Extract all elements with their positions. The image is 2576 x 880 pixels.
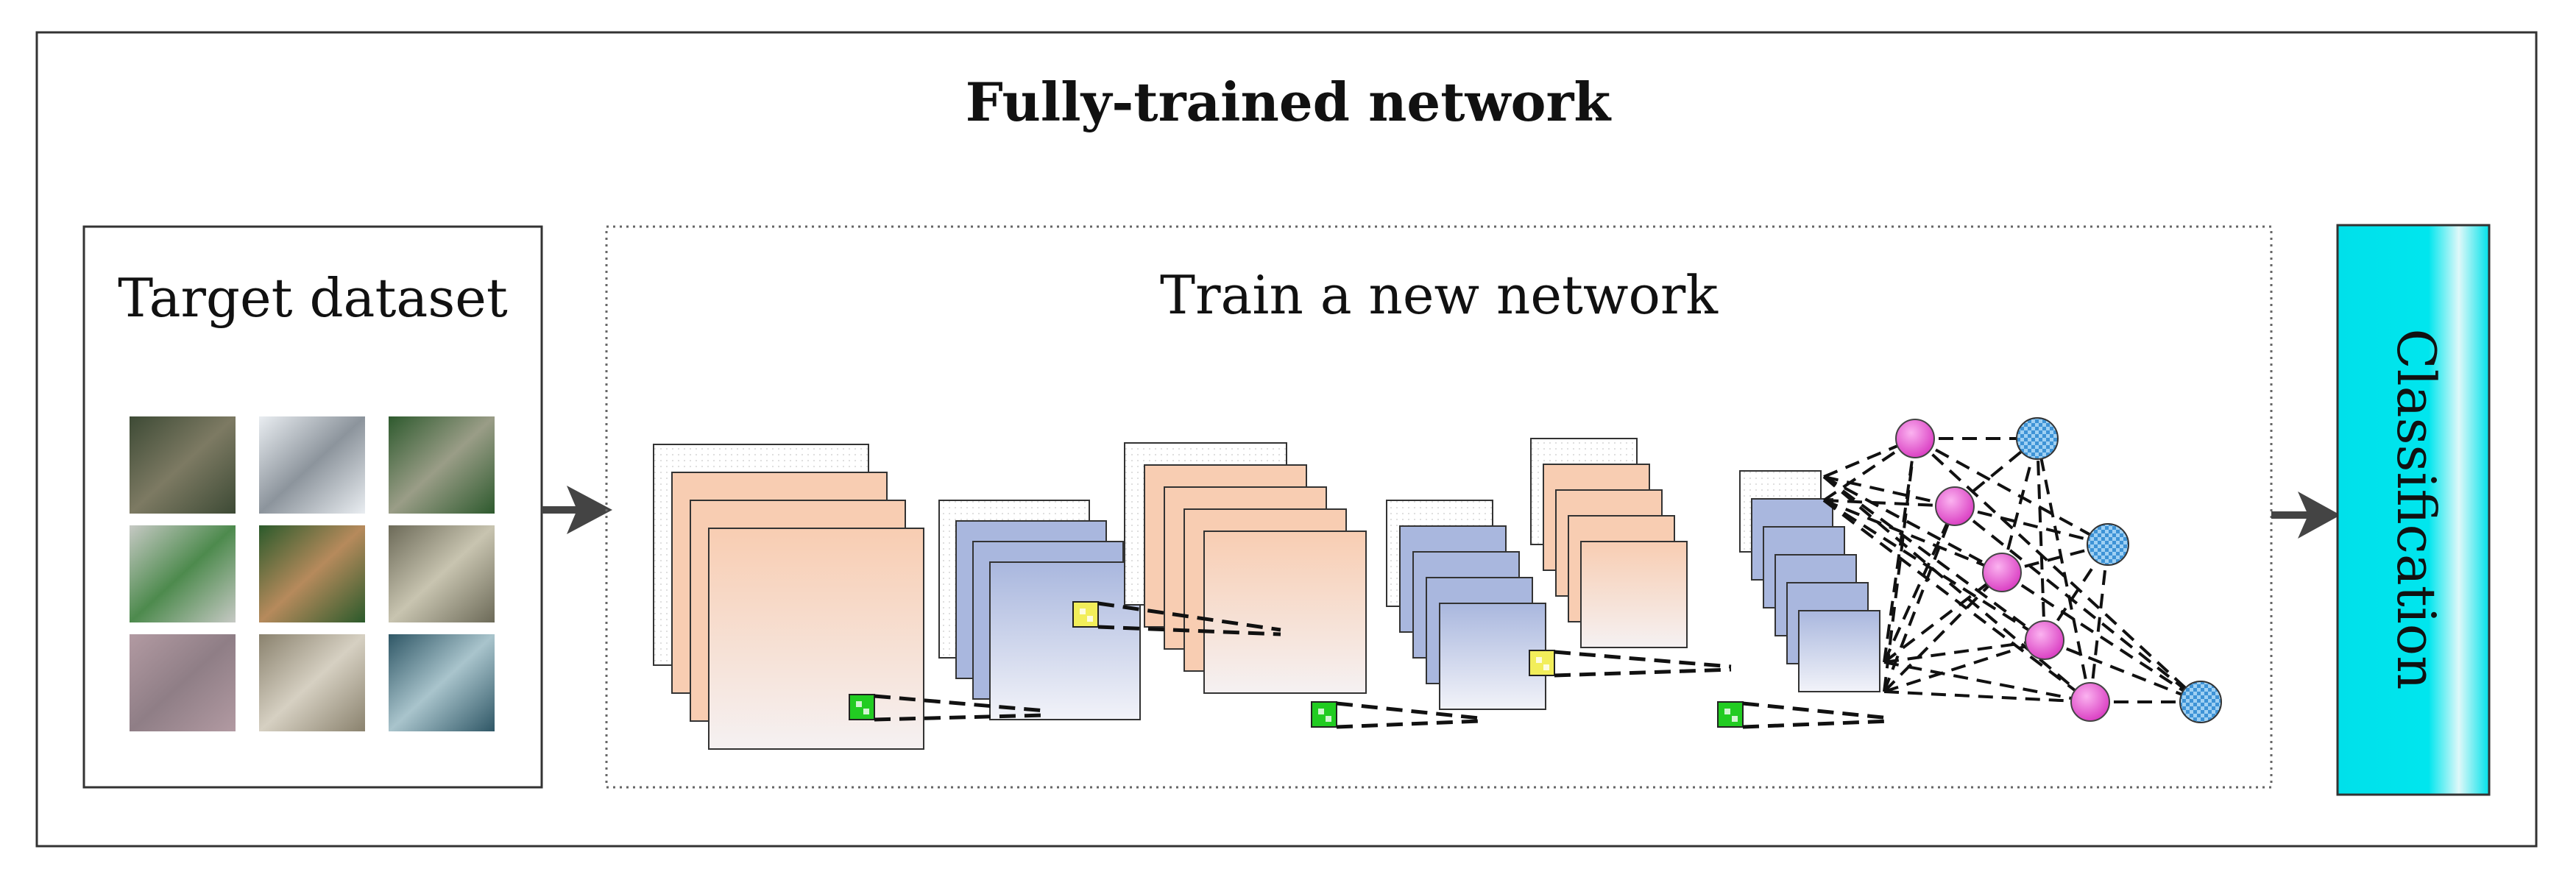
sparse-residential-image [389,416,495,514]
fc-connection [2036,438,2092,703]
snow-mountain-image [259,416,365,514]
fc-connection [1883,690,2091,703]
airplane-image [130,525,236,622]
fc-connection [1914,437,2202,703]
input-arrow [542,486,612,534]
diagram-title: Fully-trained network [966,71,1613,133]
hidden-neuron [2070,682,2110,722]
fc-connection [1954,505,2109,546]
connection-line [1097,625,1281,636]
fc-connection [2001,543,2109,574]
hidden-neuron [2025,620,2064,660]
fc-connection [1914,437,2109,546]
fully-connected-layer [1822,437,2202,703]
fc-connection [1883,571,2003,664]
feature-map [989,561,1141,720]
fc-connection [2044,639,2201,703]
fc-connection [1823,475,2003,574]
fc-connection [1883,639,2045,693]
hidden-neuron [1895,419,1935,458]
connection-line [1554,650,1732,669]
outer-frame [35,31,2538,848]
fc-connection [1883,505,1956,663]
connection-line [1742,701,1891,720]
connection-line [1336,719,1480,729]
kernel-patch [849,694,875,720]
connection-line [1554,667,1732,678]
output-neuron [2087,523,2129,566]
classification-label: Classification [2385,329,2447,690]
fc-connection [1883,438,1917,692]
connection-line [874,713,1046,722]
fc-connection [1953,437,2039,508]
fc-connection [2000,571,2202,703]
feature-map [1439,603,1546,710]
fc-connection [1953,505,2202,703]
fc-connection [1883,571,2003,693]
fc-connection [2036,438,2046,641]
connection-line [1097,601,1281,632]
fc-connection [1883,505,1956,692]
baseball-diamond-image [259,525,365,622]
freeway-image [389,525,495,622]
training-label: Train a new network [1160,264,1719,326]
feature-map [1798,610,1880,692]
output-neuron [2016,417,2059,460]
fc-connection [1823,499,2003,574]
fc-connection [1822,499,2046,642]
output-neuron [2179,681,2222,723]
classification-box [2336,224,2491,796]
connection-line [1742,719,1891,729]
fc-connection [1883,438,1917,663]
dense-residential-image [259,634,365,731]
fc-connection [1883,661,2091,703]
fc-connection [1822,475,2092,703]
parking-lot-image [130,416,236,514]
dataset-label: Target dataset [118,267,508,329]
cnn-illustration [653,417,2222,750]
kernel-patch [1529,650,1555,676]
connection-line [874,694,1046,713]
fc-connection [2089,544,2109,703]
hidden-neuron [1982,553,2022,592]
fc-connection [1822,437,1917,502]
fc-connection [1822,499,2092,703]
fc-connection [1883,639,2045,664]
feature-map [1203,531,1367,694]
water-image [389,634,495,731]
kernel-patch [1072,601,1099,628]
kernel-patch [1717,701,1744,728]
output-arrow [2271,492,2340,539]
thumbnail-grid [130,416,495,731]
feature-map [708,528,924,750]
hidden-neuron [1935,486,1975,526]
feature-map [1580,541,1688,648]
orchard-image [130,634,236,731]
kernel-patch [1311,701,1337,728]
